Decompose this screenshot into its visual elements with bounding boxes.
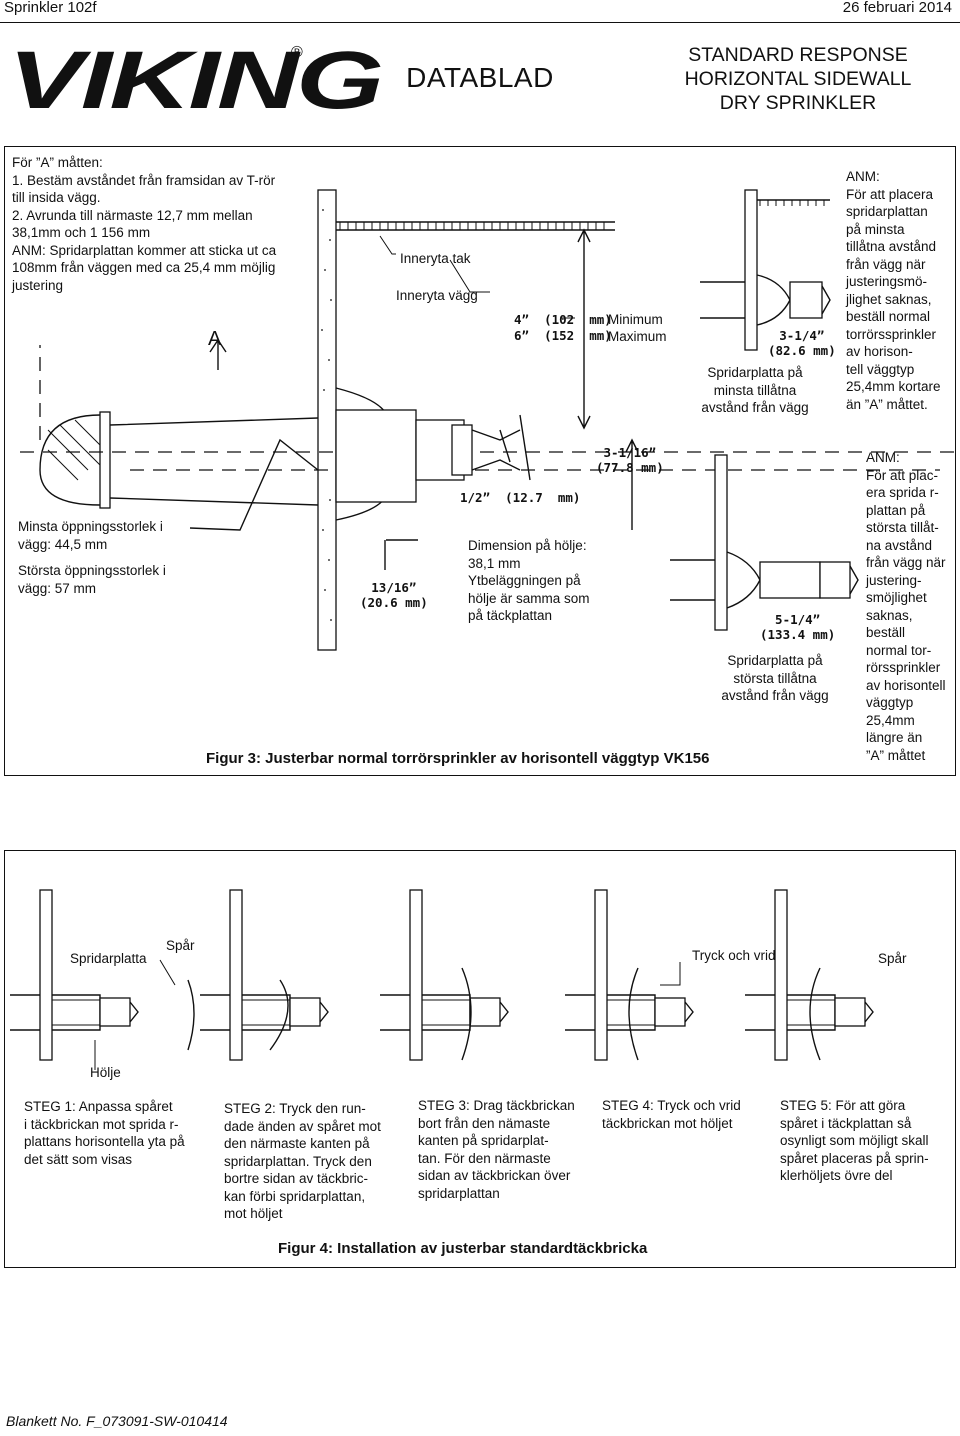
label-ceiling: Inneryta tak [400,251,471,266]
cover-washer-step3 [461,967,472,1061]
step2-unit [199,889,329,1061]
inset-bottom-dim: 5-1/4” (133.4 mm) [760,612,836,642]
dim-max: 6” (152 mm) [514,328,612,343]
instructions-a: För ”A” måtten: 1. Bestäm avståndet från… [12,155,277,293]
cover-washer-step2 [269,979,289,1051]
centerlines [20,345,960,471]
dim-12: 1/2” (12.7 mm) [460,490,581,505]
label-housing: Hölje [90,1065,121,1080]
step4-unit [564,889,694,1061]
title-line-2: HORIZONTAL SIDEWALL [684,68,912,90]
dim-min: 4” (102 mm) [514,312,612,327]
step-1: STEG 1: Anpassa spåret i täckbrickan mot… [24,1099,185,1167]
title-line-3: DRY SPRINKLER [719,92,877,114]
opening-min: Minsta öppningsstorlek i vägg: 44,5 mm [18,519,163,552]
label-push-turn: Tryck och vrid [692,948,776,963]
inset-top-note: ANM: För att placera spridarplattan på m… [846,169,941,412]
registered-mark: ® [291,44,303,61]
doc-type-box: DATABLAD [382,28,578,140]
inset-top-dim: 3-1/4” (82.6 mm) [768,328,836,358]
step3-unit [379,889,509,1061]
label-slot-2: Spår [878,951,907,966]
label-deflector: Spridarplatta [70,951,147,966]
header-left: Sprinkler 102f [4,0,97,16]
inset-bottom-caption: Spridarplatta på största tillåtna avstån… [721,653,829,703]
dim-max-word: Maximum [608,329,667,344]
label-slot: Spår [166,938,195,953]
tee-fitting [39,411,111,509]
step-2: STEG 2: Tryck den run- dade änden av spå… [224,1101,381,1221]
inset-bottom-note: ANM: För att plac- era sprida r- plattan… [866,450,946,763]
figure4-frame [4,850,956,1268]
header-rule [0,22,960,23]
cover-washer-step4 [628,967,639,1061]
cover-washer-step1 [187,979,195,1051]
sprinkler-housing [335,409,417,503]
dim-3116: 3-1/16” (77.8 mm) [596,445,664,475]
header-date: 26 februari 2014 [842,0,952,16]
inset-bottom [670,454,859,631]
figure4-caption: Figur 4: Installation av justerbar stand… [278,1240,648,1257]
figure3-caption: Figur 3: Justerbar normal torrörsprinkle… [206,750,710,767]
leader-opening [189,438,319,531]
figure3-frame [4,146,956,776]
wall-section [317,189,337,651]
opening-max: Största öppningsstorlek i vägg: 57 mm [18,563,166,596]
ceiling-line [331,221,615,231]
footer-form-number: Blankett No. F_073091-SW-010414 [6,1413,228,1429]
dim-1316-lines [384,539,418,570]
product-title: STANDARD RESPONSE HORIZONTAL SIDEWALL DR… [648,43,948,115]
step5-unit [744,889,874,1061]
dim-a-label: A [208,328,222,350]
dim-1316: 13/16” (20.6 mm) [360,580,428,610]
inset-top [700,189,831,351]
fig4-leaders [94,959,681,1070]
inset-top-caption: Spridarplatta på minsta tillåtna avstånd… [701,365,809,415]
figure4-drawing [10,889,874,1070]
dim-vertical-3116 [625,438,639,530]
viking-logo: VIKING [8,35,384,126]
title-line-1: STANDARD RESPONSE [688,44,908,66]
figure3-drawing [20,189,960,651]
dim-vertical-minmax [577,228,591,430]
step-4: STEG 4: Tryck och vrid täckbrickan mot h… [602,1098,741,1131]
doc-type: DATABLAD [406,62,554,93]
pipe-body [109,417,319,506]
step-3: STEG 3: Drag täckbrickan bort från den n… [418,1098,575,1201]
dim-a-arrow [209,338,227,370]
label-wall: Inneryta vägg [396,288,478,303]
cover-washer-step5 [809,967,821,1061]
dim-min-word: Minimum [608,312,663,327]
sprinkler-head [415,414,531,481]
label-leaders [379,235,575,319]
escutcheon-note: Dimension på hölje: 38,1 mm Ytbeläggning… [468,538,590,623]
step-5: STEG 5: För att göra spåret i täckplatta… [780,1098,929,1183]
